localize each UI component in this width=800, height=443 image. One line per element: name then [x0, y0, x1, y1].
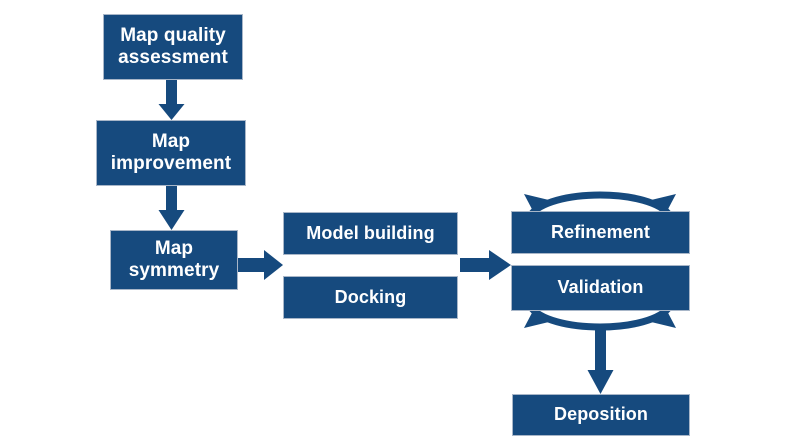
node-map-improvement-label: Map improvement — [110, 130, 232, 174]
node-map-improvement[interactable]: Map improvement — [96, 120, 246, 186]
node-map-symmetry-label: Map symmetry — [128, 237, 220, 281]
node-map-symmetry[interactable]: Map symmetry — [110, 230, 238, 290]
arc-top-left-arrowhead — [524, 194, 553, 213]
arrow-map-quality-to-map-improvement — [158, 80, 185, 120]
arrow-map-symmetry-to-build-dock — [238, 250, 283, 280]
node-deposition-label: Deposition — [554, 404, 648, 425]
arc-bottom-left-arrowhead — [524, 309, 553, 328]
node-validation[interactable]: Validation — [511, 265, 690, 311]
arrow-map-improvement-to-map-symmetry — [158, 186, 185, 230]
arrow-build-dock-to-refine-validate — [460, 250, 511, 280]
node-map-quality-assessment-label: Map quality assessment — [118, 24, 228, 68]
node-validation-label: Validation — [557, 277, 644, 298]
arrow-cycle-to-deposition — [587, 330, 614, 394]
arc-cycle-bottom — [524, 303, 676, 331]
arc-cycle-top — [524, 191, 676, 219]
arc-bottom-right-arrowhead — [647, 309, 676, 328]
node-model-building[interactable]: Model building — [283, 212, 458, 255]
node-map-quality-assessment[interactable]: Map quality assessment — [103, 14, 243, 80]
arc-top-right-arrowhead — [647, 194, 676, 213]
node-deposition[interactable]: Deposition — [512, 394, 690, 436]
node-docking[interactable]: Docking — [283, 276, 458, 319]
node-model-building-label: Model building — [306, 222, 435, 243]
node-docking-label: Docking — [334, 286, 407, 307]
node-refinement[interactable]: Refinement — [511, 211, 690, 254]
node-refinement-label: Refinement — [550, 221, 650, 242]
